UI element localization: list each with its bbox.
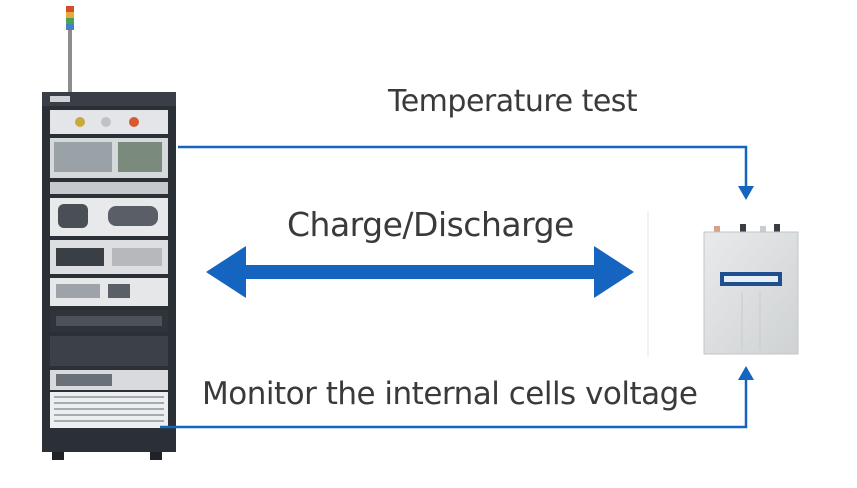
temperature-test-label: Temperature test	[388, 84, 638, 119]
charge-discharge-label: Charge/Discharge	[287, 205, 574, 244]
battery-pack-icon	[703, 224, 799, 355]
monitor-arrow	[160, 366, 754, 429]
tower-light-icon	[66, 6, 74, 92]
temperature-arrow	[178, 145, 754, 200]
test-cabinet-icon	[42, 6, 176, 460]
monitor-voltage-label: Monitor the internal cells voltage	[202, 376, 698, 412]
charge-discharge-arrow	[206, 246, 634, 298]
